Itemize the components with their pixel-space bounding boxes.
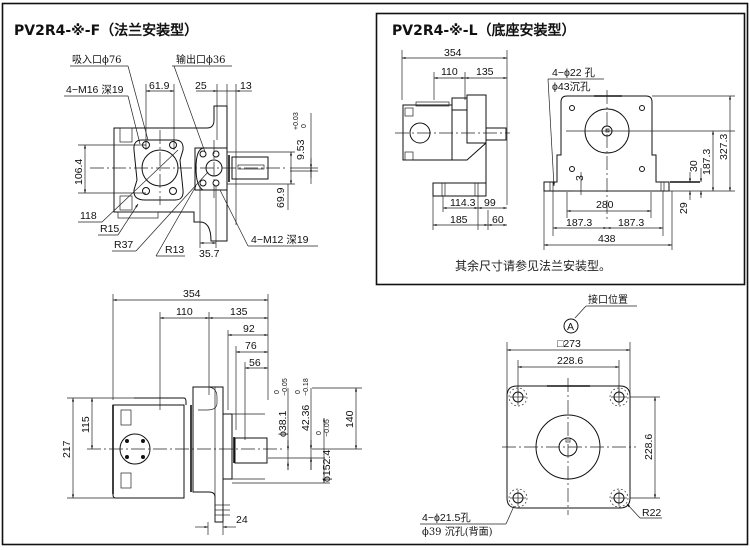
side-dim-140: 140 [344, 410, 356, 428]
shaft-diameter: ϕ38.1 [277, 411, 289, 437]
dim-69-9: 69.9 [275, 187, 287, 208]
mount-holes-label-1: 4−ϕ21.5孔 [422, 511, 471, 524]
foot-dim-30: 30 [688, 160, 700, 172]
foot-dim-187-3-left: 187.3 [566, 217, 592, 229]
dim-61-9: 61.9 [149, 80, 170, 92]
front-view: 接口位置 A □273 228.6 22 [420, 293, 662, 538]
flange-type-title: PV2R4-※-F（法兰安装型） [14, 22, 198, 39]
side-dim-135: 135 [230, 306, 248, 318]
suction-bolts-label: 4−M16 深19 [66, 84, 124, 96]
shaft-tol-upper: 0 [274, 390, 281, 394]
foot-dim-135: 135 [476, 66, 494, 78]
foot-front-outline [543, 95, 670, 192]
dim-118: 118 [80, 210, 97, 222]
foot-dim-185: 185 [450, 214, 468, 226]
side-view: 354 110 135 92 76 56 [61, 288, 362, 535]
side-dim-92: 92 [243, 323, 255, 335]
foot-dim-187-3-right: 187.3 [618, 217, 644, 229]
dim-35-7: 35.7 [199, 248, 220, 260]
foot-type-note: 其余尺寸请参见法兰安装型。 [455, 258, 611, 273]
side-mount-flange [192, 386, 224, 523]
pump-body-outline [113, 105, 228, 242]
port-marker-circle [563, 318, 579, 334]
discharge-port-label: 输出口ϕ36 [176, 53, 226, 66]
side-pump-body [112, 404, 185, 499]
dim-25: 25 [195, 80, 207, 92]
corner-radius-label: R22 [642, 507, 661, 519]
foot-dim-99: 99 [484, 197, 496, 209]
r15-label: R15 [100, 223, 119, 235]
dim-9-53-tol-upper: +0.03 [293, 112, 300, 130]
front-square-flange [506, 385, 631, 509]
foot-dim-29: 29 [678, 202, 690, 214]
foot-dim-187-3-vertical: 187.3 [701, 149, 713, 175]
side-dim-56: 56 [249, 357, 261, 369]
discharge-flange [194, 147, 228, 191]
square-size: □273 [557, 338, 581, 350]
side-dim-217: 217 [61, 440, 73, 458]
dim-13: 13 [240, 80, 252, 92]
foot-dim-114-3: 114.3 [450, 197, 476, 209]
shaft-tol-lower: −0.05 [282, 378, 289, 396]
bolt-pitch-horizontal: 228.6 [557, 355, 583, 367]
r37-label: R37 [114, 239, 133, 251]
side-dim-110: 110 [176, 306, 193, 318]
side-dim-24: 24 [236, 514, 248, 526]
pilot-tol-lower: −0.05 [324, 419, 331, 437]
suction-port-leader [127, 65, 149, 141]
front-mount-holes [508, 387, 629, 508]
side-dim-76: 76 [245, 340, 257, 352]
foot-dim-280: 280 [596, 199, 614, 211]
side-dim-354: 354 [183, 288, 201, 300]
suction-flange [133, 139, 184, 201]
key-dimension: 42.36 [300, 405, 312, 431]
mount-holes-label-2: ϕ39 沉孔(背面) [422, 525, 493, 538]
base-holes-label-2: ϕ43沉孔 [552, 80, 591, 93]
foot-type-frame [375, 12, 746, 286]
bolt-pitch-vertical: 228.6 [643, 434, 655, 460]
side-shaft [234, 437, 268, 464]
port-marker-letter: A [567, 321, 574, 333]
side-dim-115: 115 [80, 416, 92, 433]
flange-type-view: PV2R4-※-F（法兰安装型） 吸入口ϕ76 输出口ϕ36 4−M16 深19… [14, 22, 318, 260]
base-holes-label-1: 4−ϕ22 孔 [552, 66, 595, 79]
dim-9-53: 9.53 [295, 139, 307, 160]
key-tol-lower: −0.18 [303, 378, 310, 396]
key-tol-upper: 0 [295, 390, 302, 394]
foot-type-view: PV2R4-※-L（底座安装型） 354 110 135 114.3 99 [392, 22, 735, 273]
discharge-bolts-label: 4−M12 深19 [251, 234, 309, 246]
foot-pump-body [402, 104, 453, 161]
foot-base [432, 182, 487, 197]
port-position-label: 接口位置 [588, 293, 628, 306]
r13-label: R13 [165, 244, 184, 256]
foot-dim-110: 110 [441, 66, 458, 78]
pilot-diameter: ϕ152.4 [321, 450, 333, 482]
pilot-tol-upper: 0 [316, 431, 323, 435]
foot-dim-354: 354 [444, 47, 462, 59]
foot-dim-327-3: 327.3 [718, 134, 730, 160]
dim-9-53-tol-lower: 0 [301, 124, 308, 128]
foot-dim-3: 3 [574, 175, 586, 181]
foot-dim-438: 438 [598, 233, 616, 245]
foot-dim-60: 60 [492, 214, 504, 226]
suction-port-label: 吸入口ϕ76 [72, 55, 122, 66]
discharge-port-leader [173, 65, 206, 153]
dim-106-4: 106.4 [73, 159, 85, 185]
foot-type-title: PV2R4-※-L（底座安装型） [392, 22, 576, 39]
